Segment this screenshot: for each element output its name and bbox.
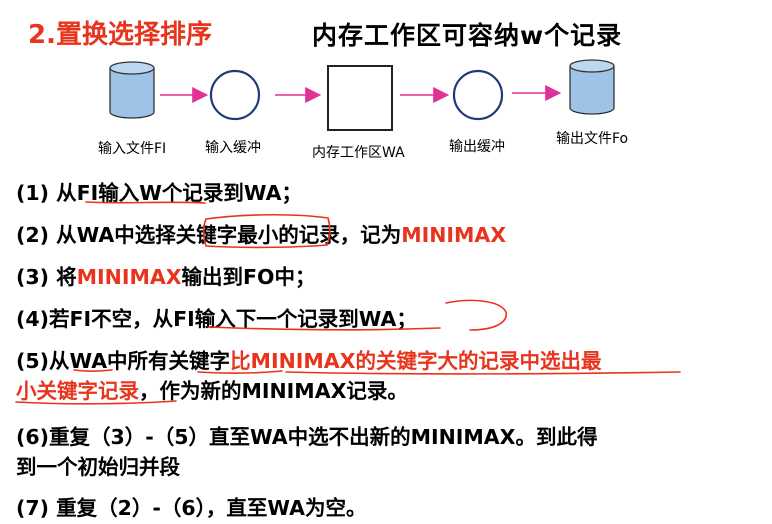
step-5-text: (5)从WA中所有关键字 (16, 349, 231, 373)
input-file-cylinder-icon (109, 61, 155, 119)
step-5-line1: (5)从WA中所有关键字比MINIMAX的关键字大的记录中选出最 (16, 344, 601, 374)
output-buffer-circle (452, 69, 504, 121)
step-2: (2) 从WA中选择关键字最小的记录，记为MINIMAX (16, 218, 506, 248)
work-area-box (327, 65, 393, 131)
step-5-highlight: 比MINIMAX的关键字大的记录中选出最 (230, 349, 602, 373)
step-3-suffix: 输出到FO中； (181, 265, 316, 289)
step-3: (3) 将MINIMAX输出到FO中； (16, 260, 315, 290)
step-6-line2: 到一个初始归并段 (16, 455, 180, 479)
section-title: 2.置换选择排序 (28, 20, 212, 50)
step-4: (4)若FI不空，从FI输入下一个记录到WA； (16, 307, 417, 331)
output-file-cylinder-icon (569, 59, 615, 115)
section-subtitle: 内存工作区可容纳w个记录 (312, 21, 623, 50)
step-7: (7) 重复（2）-（6），直至WA为空。 (16, 496, 367, 520)
step-5-highlight-2: 小关键字记录 (16, 379, 139, 403)
input-buffer-circle (209, 69, 261, 121)
step-6-line1: (6)重复（3）-（5）直至WA中选不出新的MINIMAX。到此得 (16, 425, 598, 449)
label-work-area: 内存工作区WA (312, 145, 405, 161)
step-5-suffix: ，作为新的MINIMAX记录。 (139, 379, 408, 403)
label-input-file: 输入文件FI (98, 141, 167, 157)
step-3-prefix: (3) 将 (16, 265, 77, 289)
label-output-file: 输出文件Fo (556, 131, 629, 147)
step-5-line2: 小关键字记录，作为新的MINIMAX记录。 (16, 374, 408, 404)
step-2-text: (2) 从WA中选择关键字最小的记录，记为 (16, 223, 402, 247)
step-3-minimax: MINIMAX (76, 265, 182, 289)
label-input-buffer: 输入缓冲 (205, 140, 261, 156)
step-2-minimax: MINIMAX (401, 223, 507, 247)
step-1: (1) 从FI输入W个记录到WA； (16, 181, 302, 205)
label-output-buffer: 输出缓冲 (449, 139, 505, 155)
